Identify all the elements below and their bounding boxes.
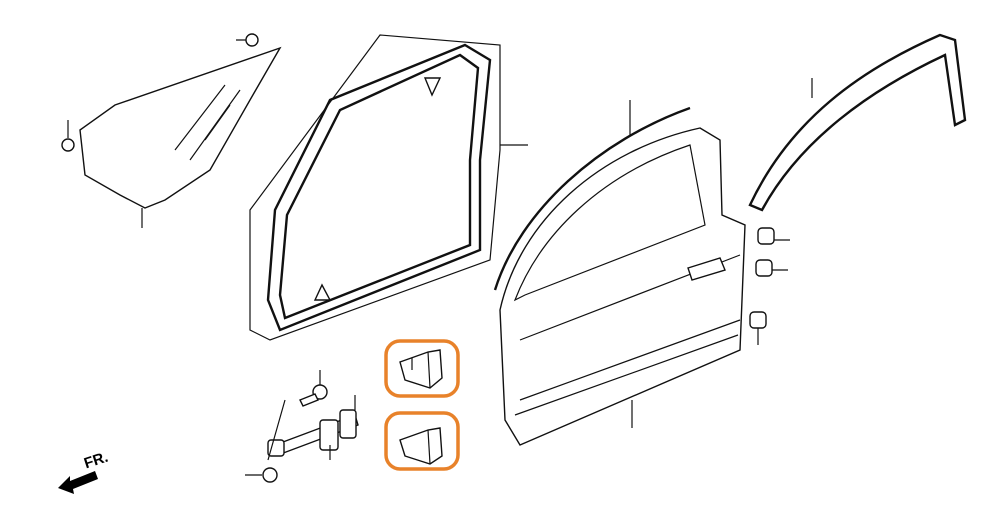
grommet-icon [755, 259, 773, 277]
grommet-icon [757, 227, 775, 245]
grommet-icon [749, 311, 767, 329]
glass-clip-icon [61, 138, 75, 152]
lower-hinge-highlight[interactable] [384, 411, 460, 471]
door-weatherstrip [249, 34, 528, 341]
glass-clip-icon [245, 33, 259, 47]
bolts [245, 370, 328, 483]
roof-molding [748, 33, 967, 212]
door-molding [493, 106, 691, 291]
upper-hinge-highlight[interactable] [384, 339, 460, 398]
door-panel [499, 127, 746, 446]
front-direction-arrow-icon [58, 471, 98, 494]
door-glass [61, 33, 282, 228]
door-checker [267, 395, 359, 461]
lower-hinge [399, 427, 443, 465]
upper-hinge [399, 349, 443, 389]
